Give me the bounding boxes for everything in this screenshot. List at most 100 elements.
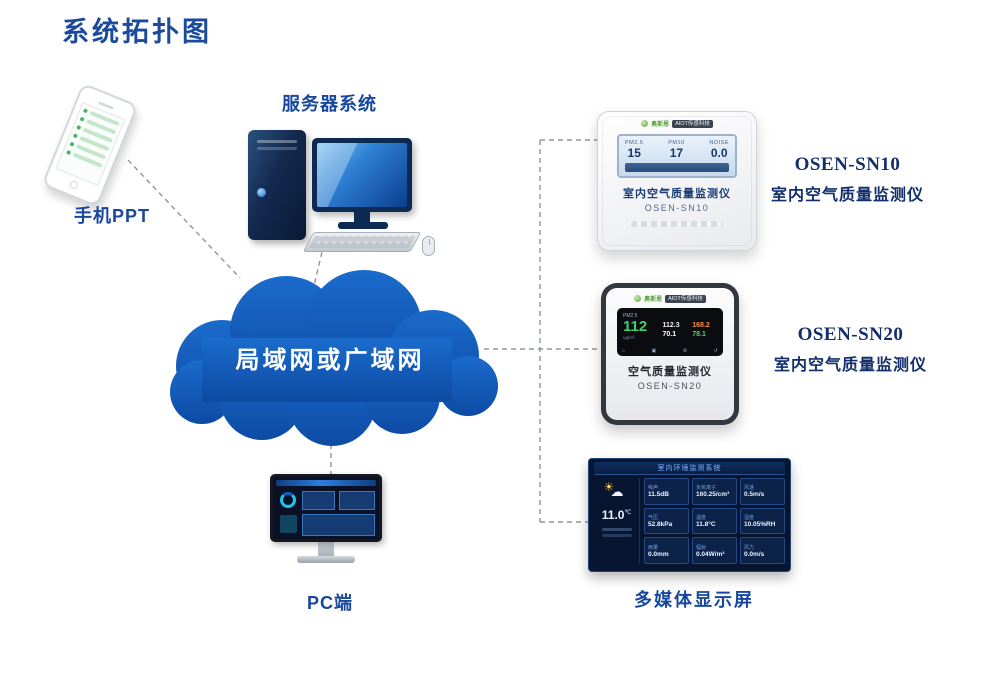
temp-value: 11.0: [601, 508, 625, 522]
pc-dashboard-bar: [276, 480, 376, 486]
sn10-caption-desc: 室内空气质量监测仪: [770, 187, 924, 204]
sn10-lcd-metrics: PM2.5 15 PM10 17 NOISE 0.0: [625, 140, 729, 160]
page-title: 系统拓扑图: [62, 17, 212, 47]
sensor-reading: 78.1: [692, 330, 706, 338]
sn10-device-title: 室内空气质量监测仪: [623, 188, 731, 201]
lcd-metric-label: PM10: [668, 140, 685, 146]
cell-label: 温度: [696, 514, 707, 521]
smartphone: [41, 82, 139, 208]
sn20-face: 奥斯恩 AIOT传感科技 PM2.5 112 ug/m³ 112.3 168.2…: [606, 288, 734, 420]
cell-label: 辐射: [696, 544, 707, 551]
monitor-base: [338, 222, 388, 229]
lcd-metric-value: 15: [627, 146, 641, 160]
lcd-metric: PM10 17: [668, 140, 684, 160]
sn20-lcd-screen: PM2.5 112 ug/m³ 112.3 168.2 70.1 78.1 ⌂ …: [617, 308, 723, 356]
sn10-device-model: OSEN-SN10: [644, 203, 710, 214]
server-monitor-icon: [312, 138, 412, 212]
pc-dashboard-panel: [339, 491, 375, 510]
cell-value: 11.8°C: [696, 520, 716, 528]
cloud-icon: ☁: [610, 484, 624, 499]
sn10-device: 奥斯恩 AIOT传感科技 PM2.5 15 PM10 17 NOISE 0.0: [597, 111, 757, 251]
phone-label: 手机PPT: [74, 206, 151, 226]
phone-screen: [55, 102, 126, 187]
server-label: 服务器系统: [282, 94, 377, 114]
lcd-metric-value: 0.0: [710, 146, 728, 160]
pc-dashboard-panel: [302, 514, 375, 536]
pc-label: PC端: [306, 593, 353, 613]
sn20-device: 奥斯恩 AIOT传感科技 PM2.5 112 ug/m³ 112.3 168.2…: [601, 283, 739, 425]
pc-dashboard-widget: [280, 515, 297, 533]
pc-monitor: [268, 474, 384, 586]
temp-unit: ℃: [624, 510, 632, 516]
brand-logo-icon: [634, 295, 642, 302]
cell-value: 52.8kPa: [648, 520, 673, 528]
cell-label: 气压: [648, 514, 659, 521]
cell-value: 160.25/cm³: [696, 491, 730, 499]
refresh-icon: ↺: [713, 348, 718, 354]
lcd-metric-value: 17: [669, 146, 684, 160]
lcd-metric: PM2.5 15: [625, 140, 643, 160]
sensor-reading: 112.3: [662, 321, 680, 329]
cell-value: 0.0m/s: [744, 550, 765, 558]
sensor-reading: 168.2: [692, 321, 710, 329]
sn10-caption: OSEN-SN10 室内空气质量监测仪: [755, 154, 940, 205]
cell-label: 风力: [744, 544, 755, 551]
sn20-device-title: 空气质量监测仪: [628, 366, 712, 378]
pm-label: PM2.5: [623, 313, 638, 319]
display-subinfo: [601, 528, 632, 531]
server-monitor-screen: [317, 143, 407, 207]
gear-icon: ⚙: [682, 348, 688, 354]
sn10-vent-grille: [631, 221, 723, 228]
network-cloud: 局域网或广域网: [150, 268, 505, 453]
pc-screen: [270, 474, 382, 542]
cell-label: 风速: [744, 485, 755, 492]
cell-label: 雨量: [648, 544, 659, 551]
pm-unit: ug/m³: [623, 334, 635, 340]
keyboard-icon: [302, 232, 422, 252]
menu-icon: ▣: [651, 348, 657, 354]
lcd-metric: NOISE 0.0: [709, 140, 729, 160]
pc-dashboard-donut: [280, 492, 296, 508]
brand-name: 奥斯恩: [651, 122, 670, 128]
pm-value: 112: [623, 318, 648, 335]
pc-base: [297, 556, 355, 563]
cloud-shape: [170, 270, 498, 446]
sn10-lcd-screen: PM2.5 15 PM10 17 NOISE 0.0: [617, 134, 737, 179]
sensor-reading: 70.1: [662, 330, 677, 338]
monitor-stand: [354, 212, 370, 223]
sn10-brand-bar: 奥斯恩 AIOT传感科技: [598, 119, 756, 128]
lcd-metric-label: NOISE: [709, 140, 729, 146]
sn20-caption-desc: 室内空气质量监测仪: [773, 357, 927, 374]
cell-label: 湿度: [744, 514, 755, 521]
cell-value: 0.0mm: [648, 550, 669, 558]
brand-tagline: AIOT传感科技: [665, 294, 706, 303]
display-caption: 多媒体显示屏: [634, 590, 754, 610]
cell-label: 噪声: [648, 485, 659, 492]
lcd-metric-label: PM2.5: [625, 140, 644, 146]
mouse-icon: [422, 236, 435, 256]
cell-value: 11.5dB: [648, 491, 669, 499]
cell-value: 0.5m/s: [744, 491, 765, 499]
cell-value: 10.05%RH: [744, 520, 776, 528]
pc-stand: [318, 541, 334, 556]
sn20-caption-name: OSEN-SN20: [797, 324, 904, 345]
sn20-device-model: OSEN-SN20: [637, 381, 703, 391]
pc-dashboard-panel: [302, 491, 335, 510]
sn20-readings: 112.3 168.2 70.1 78.1: [662, 313, 717, 346]
brand-name: 奥斯恩: [644, 297, 663, 303]
home-icon: ⌂: [622, 348, 626, 354]
server-tower-icon: [248, 130, 306, 240]
display-temp: 11.0℃: [602, 508, 631, 522]
